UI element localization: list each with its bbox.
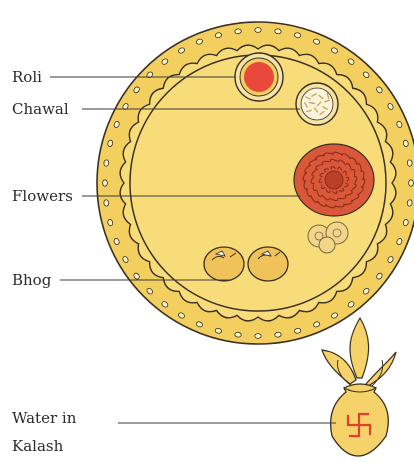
rim-dot: [235, 332, 242, 338]
rim-dot: [274, 29, 281, 35]
rim-dot: [255, 334, 261, 339]
roli-bowl-icon: [235, 53, 283, 101]
rim-dot: [407, 160, 413, 167]
rice-grain: [310, 103, 315, 104]
marigold-flower-icon: [294, 144, 374, 216]
rim-dot: [407, 199, 413, 206]
rim-dot: [104, 199, 110, 206]
bhog-label: Bhog: [12, 271, 51, 289]
rim-dot: [409, 180, 414, 186]
water-in-kalash-label-line2: Kalash: [12, 437, 63, 455]
rim-dot: [255, 28, 261, 33]
roli-label: Roli: [12, 68, 42, 86]
kalash-pot-icon: [322, 318, 396, 456]
rim-dot: [103, 180, 108, 186]
flowers-label: Flowers: [12, 187, 73, 205]
chawal-bowl-icon: [296, 83, 338, 125]
chawal-label: Chawal: [12, 100, 69, 118]
water-in-kalash-label-line1: Water in: [12, 409, 76, 427]
rim-dot: [235, 29, 242, 35]
rim-dot: [104, 160, 110, 167]
rim-dot: [274, 332, 281, 338]
